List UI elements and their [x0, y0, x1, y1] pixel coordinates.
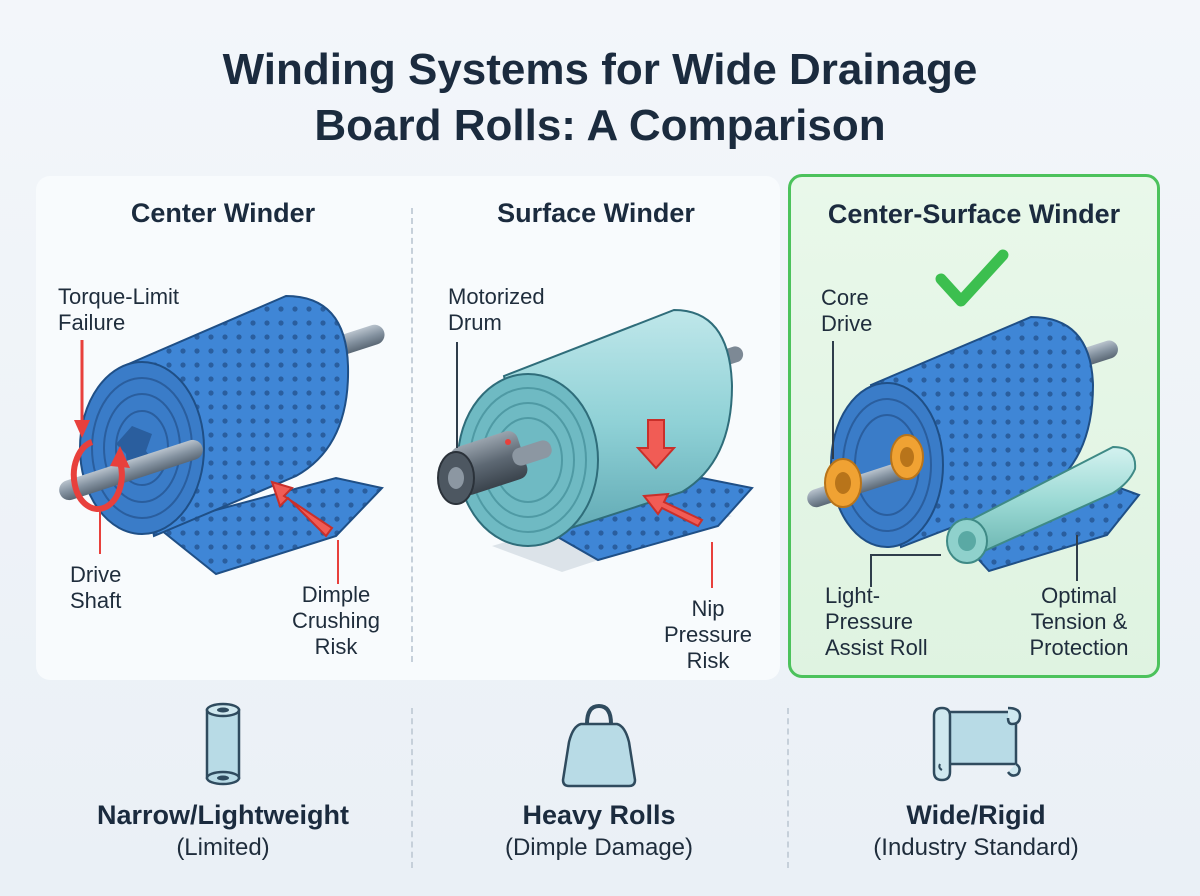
narrow-lightweight-subtitle: (Limited)	[176, 834, 270, 861]
drainage-sheet	[153, 476, 384, 576]
center-surface-winder-panel: Center-Surface Winder	[788, 174, 1160, 678]
core-drive-label: Core Drive	[821, 285, 872, 337]
core-drive-label-line-1: Core	[821, 285, 869, 310]
motorized-drum-label-line-2: Drum	[448, 310, 502, 335]
wide-sheet-icon	[932, 706, 1022, 782]
motorized-drum-label-line-1: Motorized	[448, 284, 545, 309]
crushing-arrow	[270, 480, 334, 538]
heavy-rolls-title: Heavy Rolls	[522, 800, 676, 830]
optimal-tension-label-line-2: Tension &	[1030, 609, 1128, 634]
page-title-line-1: Winding Systems for Wide Drainage	[222, 45, 978, 94]
wide-rigid-subtitle: (Industry Standard)	[873, 834, 1079, 861]
dimple-crushing-label-line-1: Dimple	[301, 582, 371, 607]
nip-pressure-label-line-2: Pressure	[663, 622, 753, 647]
narrow-lightweight-summary: Narrow/Lightweight (Limited)	[36, 700, 410, 880]
dimple-crushing-label-line-3: Risk	[314, 634, 358, 659]
narrow-roll-icon	[205, 702, 241, 786]
drive-shaft-label-line-2: Shaft	[70, 588, 122, 613]
dimple-crushing-label-line-2: Crushing	[291, 608, 381, 633]
narrow-lightweight-title: Narrow/Lightweight	[97, 800, 349, 830]
checkmark-icon	[935, 249, 1009, 307]
torque-arrow	[70, 439, 125, 512]
center-winder-title: Center Winder	[130, 198, 316, 228]
drive-shaft-label: Drive Shaft	[70, 562, 121, 614]
heavy-rolls-summary: Heavy Rolls (Dimple Damage)	[412, 700, 786, 880]
surface-winder-illustration	[437, 308, 754, 588]
assist-roll-label-line-2: Pressure	[825, 609, 914, 634]
torque-limit-label-line-2: Failure	[58, 310, 126, 335]
center-surface-winder-title: Center-Surface Winder	[827, 199, 1121, 229]
motorized-drum-label: Motorized Drum	[448, 284, 545, 336]
assist-roll-label-line-3: Assist Roll	[825, 635, 928, 660]
center-surface-winder-illustration	[807, 249, 1141, 587]
nip-pressure-arrow-down	[635, 419, 677, 470]
core-drive-label-line-2: Drive	[821, 311, 873, 336]
surface-winder-panel: Surface Winder	[412, 176, 780, 680]
nip-pressure-arrow-side	[642, 492, 704, 528]
weight-icon	[561, 703, 637, 788]
assist-roll-label-line-1: Light-	[825, 583, 881, 608]
drive-shaft	[59, 439, 203, 501]
center-winder-panel: Center Winder	[36, 176, 410, 680]
torque-limit-label-line-1: Torque-Limit	[58, 284, 180, 309]
heavy-rolls-subtitle: (Dimple Damage)	[504, 834, 694, 861]
wide-rigid-summary: Wide/Rigid (Industry Standard)	[790, 700, 1162, 880]
optimal-tension-label-line-3: Protection	[1029, 635, 1129, 660]
drive-shaft-label-line-1: Drive	[70, 562, 122, 587]
torque-limit-label: Torque-Limit Failure	[58, 284, 179, 336]
assist-roll	[946, 445, 1137, 564]
nip-pressure-label: Nip Pressure Risk	[638, 596, 778, 674]
optimal-tension-label: Optimal Tension & Protection	[1009, 583, 1149, 661]
optimal-tension-label-line-1: Optimal	[1041, 583, 1117, 608]
nip-pressure-label-line-1: Nip	[691, 596, 725, 621]
bottom-divider-1	[411, 708, 413, 868]
bottom-divider-2	[787, 708, 789, 868]
wide-rigid-title: Wide/Rigid	[906, 800, 1046, 830]
center-winder-illustration	[59, 294, 385, 584]
nip-pressure-label-line-3: Risk	[686, 648, 730, 673]
page-title-line-2: Board Rolls: A Comparison	[314, 101, 886, 150]
assist-roll-label: Light- Pressure Assist Roll	[825, 583, 928, 661]
surface-winder-title: Surface Winder	[497, 198, 695, 228]
motor-icon	[437, 431, 552, 505]
dimple-crushing-label: Dimple Crushing Risk	[276, 582, 396, 660]
panel-divider	[411, 208, 413, 662]
page-title: Winding Systems for Wide Drainage Board …	[0, 42, 1200, 154]
